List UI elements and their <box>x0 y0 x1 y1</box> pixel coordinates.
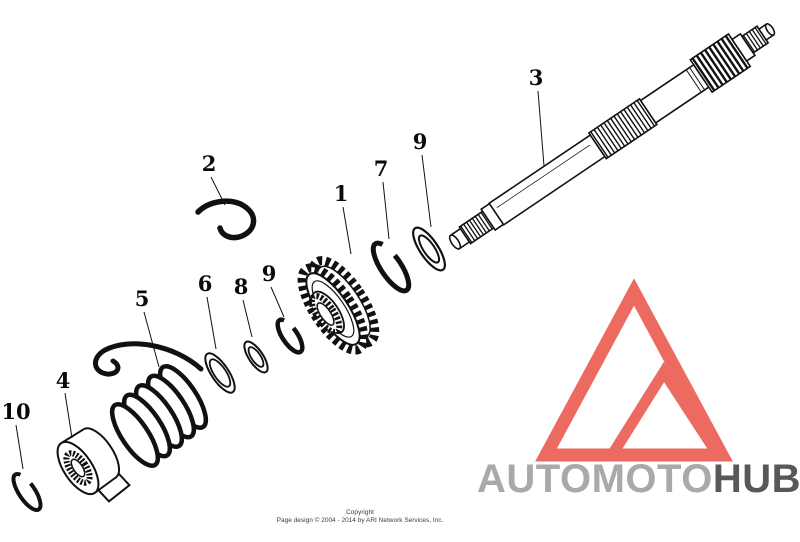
leader-line-6 <box>206 296 217 350</box>
shaft-part-3 <box>448 23 776 250</box>
gear-part-1 <box>297 256 380 355</box>
watermark-text-primary: AUTOMOTO <box>477 457 713 501</box>
watermark-text-secondary: HUB <box>713 457 800 501</box>
gear-teeth-back <box>308 256 380 348</box>
leader-lines <box>15 90 545 470</box>
shaft-spline-hatch-mid <box>590 99 656 158</box>
shaft-end-cap <box>448 234 462 250</box>
copyright-line-1: Copyright <box>346 509 374 516</box>
washer-part-6 <box>204 352 236 394</box>
callout-8: 8 <box>234 274 249 299</box>
shaft-spline-hatch-left <box>460 211 493 244</box>
spring-clip-part-2 <box>195 198 257 241</box>
shaft-highlight-line <box>496 144 591 208</box>
callout-5: 5 <box>135 286 150 311</box>
copyright-line-2: Page design © 2004 - 2014 by ARI Network… <box>277 516 444 524</box>
leader-line-8 <box>242 299 253 338</box>
circlip-part-10 <box>11 472 43 512</box>
callout-9-washer: 9 <box>413 129 428 154</box>
leader-line-10 <box>15 424 24 470</box>
leader-line-5 <box>143 311 160 368</box>
spring-part-5 <box>93 341 209 468</box>
leader-line-4 <box>64 392 73 439</box>
shaft-groove <box>685 69 702 93</box>
callout-1: 1 <box>334 181 349 206</box>
callout-4: 4 <box>56 368 71 393</box>
callout-10: 10 <box>1 399 30 424</box>
callout-2: 2 <box>202 151 217 176</box>
leader-line-3 <box>537 90 545 167</box>
leader-line-9a <box>421 154 432 228</box>
leader-line-2 <box>210 176 226 206</box>
washer-part-8 <box>243 340 269 374</box>
shaft-tip-cap <box>764 23 776 36</box>
circlip-part-9 <box>275 317 305 355</box>
shaft-groove <box>689 67 706 91</box>
callout-7: 7 <box>374 156 389 181</box>
callout-3: 3 <box>529 65 544 90</box>
leader-line-7 <box>382 181 390 240</box>
callout-6: 6 <box>198 271 213 296</box>
shaft-gear-teeth <box>691 34 750 92</box>
watermark: AUTOMOTOHUB <box>477 278 800 501</box>
shaft-spline-hatch-tip <box>742 26 768 53</box>
leader-line-1 <box>342 206 352 255</box>
leader-line-9b <box>270 286 285 318</box>
watermark-text: AUTOMOTOHUB <box>477 457 800 501</box>
ratchet-part-4 <box>56 427 131 503</box>
washer-part-9 <box>412 226 446 272</box>
callout-9-circlip: 9 <box>262 261 277 286</box>
circlip-part-7 <box>370 240 412 294</box>
watermark-logo-triangle-inner <box>602 361 729 461</box>
spring-end-hook <box>93 341 204 377</box>
